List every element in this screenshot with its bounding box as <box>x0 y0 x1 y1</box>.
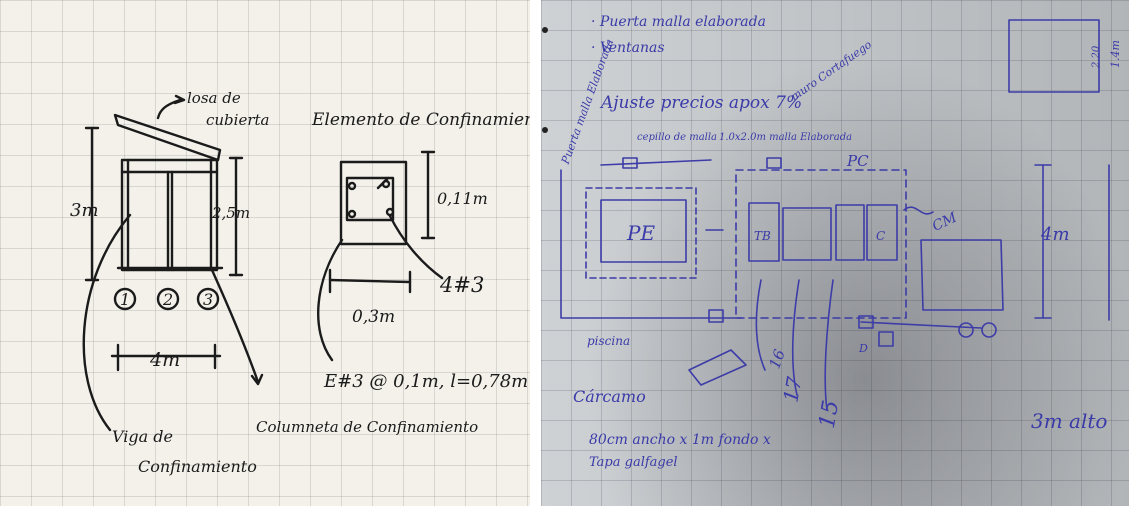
dim-4m-label: 4m <box>1040 224 1070 245</box>
height-total-label: 3m <box>70 200 99 221</box>
height-inner-label: 2,5m <box>211 204 250 222</box>
cm-line <box>903 206 934 215</box>
tapa-note: Tapa galfagel <box>589 455 678 470</box>
element-height-label: 0,11m <box>437 189 488 208</box>
valve-1 <box>622 157 638 169</box>
carcamo-sketch <box>688 349 747 386</box>
panel-box <box>782 207 832 261</box>
dim-03-line <box>328 278 412 284</box>
label-15: 15 <box>815 398 844 430</box>
pe-box <box>600 199 687 263</box>
column-leader-arrow <box>250 373 264 386</box>
beam-label-2: Confinamiento <box>138 457 257 476</box>
room-pc-outline <box>735 169 907 319</box>
stirrup-hook <box>376 176 390 190</box>
valve-2 <box>708 309 724 323</box>
binder-hole-2 <box>542 127 548 133</box>
muro-label: muro Cortafuego <box>788 38 874 104</box>
note-3: Ajuste precios apox 7% <box>599 93 802 113</box>
pc-label: PC <box>846 152 869 170</box>
height-label: 3m alto <box>1031 409 1107 433</box>
outer-wall <box>560 169 742 319</box>
carcamo-label: Cárcamo <box>573 387 646 406</box>
rebar-3 <box>347 209 357 219</box>
top-right-box <box>1008 19 1100 93</box>
malla-label: 1.0x2.0m malla Elaborada <box>719 132 852 143</box>
beam-leader <box>82 213 132 432</box>
tb-label: TB <box>754 229 771 243</box>
tb-box <box>748 202 780 262</box>
rebar-4 <box>385 207 395 217</box>
width-label: 4m <box>149 349 180 371</box>
roof-slab <box>113 113 222 162</box>
piscina-label: piscina <box>587 334 630 348</box>
stirrup-leader <box>317 238 344 362</box>
c-label: C <box>876 229 885 243</box>
room-pe-outline <box>585 187 697 279</box>
rebar-1 <box>347 181 357 191</box>
label-d: D <box>858 342 868 355</box>
roof-arrow <box>173 94 186 105</box>
section-stirrup <box>345 176 395 222</box>
room-cm-outline <box>920 239 1004 311</box>
rebar-label: 4#3 <box>439 273 484 297</box>
photo-shadow <box>541 0 1129 506</box>
dim-b-label: 1.4m <box>1109 40 1122 68</box>
column-leader <box>210 268 260 384</box>
pe-label: PE <box>626 221 655 245</box>
note-2: · Ventanas <box>591 40 665 56</box>
column-number-2: 2 <box>162 290 173 309</box>
element-width-label: 0,3m <box>352 307 395 327</box>
column-label: Columneta de Confinamiento <box>256 418 478 436</box>
meter-2 <box>981 322 997 338</box>
sketch-title: Elemento de Confinamiento <box>311 110 530 130</box>
left-notebook-photo: losa de cubierta Elemento de Confinamien… <box>0 0 530 506</box>
size-note: 80cm ancho x 1m fondo x <box>589 432 771 448</box>
leader-17 <box>791 279 800 396</box>
binder-hole-1 <box>542 27 548 33</box>
cm-label: CM <box>930 209 960 234</box>
column-marker-3 <box>196 287 220 311</box>
left-sketch-drawing: losa de cubierta Elemento de Confinamien… <box>70 89 530 476</box>
valve-4 <box>858 315 874 329</box>
note-1: · Puerta malla elaborada <box>591 14 766 30</box>
wall-frame <box>120 158 219 272</box>
label-17: 17 <box>778 375 806 405</box>
column-marker-2 <box>156 287 180 311</box>
c-box <box>866 204 898 261</box>
leader-15 <box>824 279 834 411</box>
stirrup-label: E#3 @ 0,1m, l=0,78m <box>323 371 528 392</box>
roof-label-1: losa de <box>187 89 241 107</box>
top-pipe <box>600 159 712 166</box>
lower-pipe <box>860 321 982 329</box>
valve-3 <box>766 157 782 169</box>
right-notebook-photo: · Puerta malla elaborada · Ventanas Ajus… <box>541 0 1129 506</box>
beam-label-1: Viga de <box>112 427 173 446</box>
column-marker-1 <box>113 287 137 311</box>
right-sketch-drawing: · Puerta malla elaborada · Ventanas Ajus… <box>542 14 1122 470</box>
section-outer <box>339 160 408 246</box>
label-16: 16 <box>765 347 789 372</box>
switch-box <box>835 204 865 261</box>
column-number-1: 1 <box>120 290 130 309</box>
column-number-3: 3 <box>203 290 213 309</box>
valve-5 <box>878 331 894 347</box>
dim-a-label: 2.20 <box>1091 45 1102 69</box>
roof-label-2: cubierta <box>206 111 269 129</box>
leader-16 <box>755 279 766 371</box>
meter-1 <box>958 322 974 338</box>
cepillo-label: cepillo de malla <box>637 132 717 143</box>
rebar-leader <box>388 214 444 280</box>
